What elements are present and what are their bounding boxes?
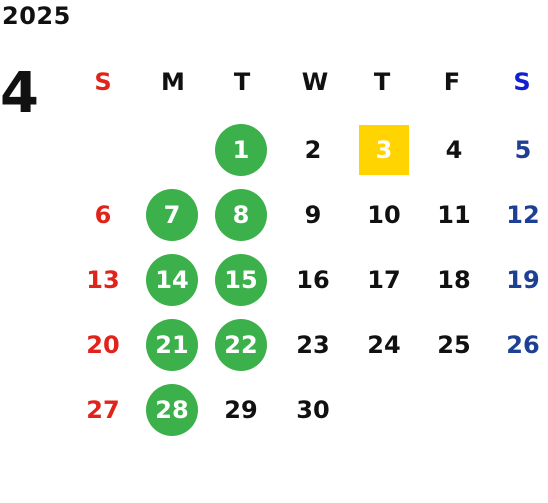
- day-cell-6[interactable]: 6: [94, 201, 112, 229]
- day-cell-8[interactable]: 8: [215, 189, 267, 241]
- day-cell-25[interactable]: 25: [437, 331, 471, 359]
- day-cell-23[interactable]: 23: [296, 331, 330, 359]
- day-cell-21[interactable]: 21: [146, 319, 198, 371]
- day-cell-13[interactable]: 13: [86, 266, 120, 294]
- weekday-saturday: S: [513, 68, 531, 96]
- weekday-header: S M T W T F S: [0, 62, 548, 102]
- day-cell-2[interactable]: 2: [304, 136, 322, 164]
- weekday-tuesday: T: [233, 68, 251, 96]
- day-cell-29[interactable]: 29: [224, 396, 258, 424]
- weekday-wednesday: W: [301, 68, 329, 96]
- day-cell-11[interactable]: 11: [437, 201, 471, 229]
- day-cell-14[interactable]: 14: [146, 254, 198, 306]
- day-cell-4[interactable]: 4: [445, 136, 463, 164]
- day-cell-19[interactable]: 19: [506, 266, 540, 294]
- day-cell-24[interactable]: 24: [367, 331, 401, 359]
- day-cell-15[interactable]: 15: [215, 254, 267, 306]
- day-cell-1[interactable]: 1: [215, 124, 267, 176]
- weekday-friday: F: [443, 68, 461, 96]
- day-cell-7[interactable]: 7: [146, 189, 198, 241]
- month-label: 4: [0, 61, 39, 126]
- year-label: 2025: [2, 2, 71, 30]
- day-cell-27[interactable]: 27: [86, 396, 120, 424]
- day-cell-30[interactable]: 30: [296, 396, 330, 424]
- day-cell-9[interactable]: 9: [304, 201, 322, 229]
- day-cell-28[interactable]: 28: [146, 384, 198, 436]
- day-cell-26[interactable]: 26: [506, 331, 540, 359]
- day-cell-18[interactable]: 18: [437, 266, 471, 294]
- weekday-thursday: T: [373, 68, 391, 96]
- weekday-sunday: S: [94, 68, 112, 96]
- day-cell-10[interactable]: 10: [367, 201, 401, 229]
- day-cell-3[interactable]: 3: [359, 125, 409, 175]
- day-cell-17[interactable]: 17: [367, 266, 401, 294]
- day-cell-22[interactable]: 22: [215, 319, 267, 371]
- weekday-monday: M: [161, 68, 185, 96]
- day-cell-20[interactable]: 20: [86, 331, 120, 359]
- day-cell-5[interactable]: 5: [514, 136, 532, 164]
- day-cell-12[interactable]: 12: [506, 201, 540, 229]
- day-cell-16[interactable]: 16: [296, 266, 330, 294]
